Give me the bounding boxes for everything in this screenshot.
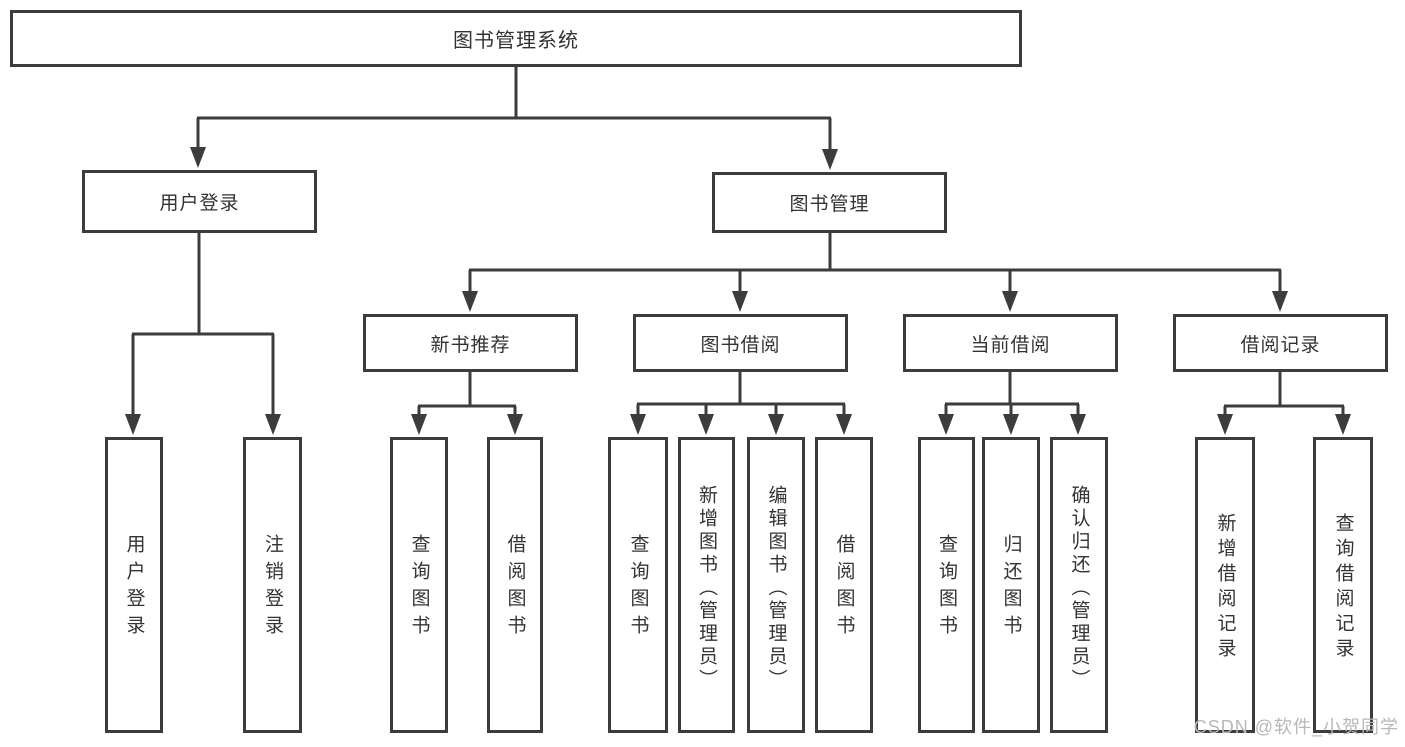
- leaf-record-query-borrow-record: 查询借阅记录: [1313, 437, 1373, 733]
- leaf-current-query-books: 查询图书: [918, 437, 975, 733]
- leaf-borrow-borrow-books: 借阅图书: [815, 437, 873, 733]
- node-borrow-record: 借阅记录: [1173, 314, 1388, 372]
- leaf-borrow-query-books: 查询图书: [608, 437, 668, 733]
- leaf-newbook-borrow-books: 借阅图书: [487, 437, 543, 733]
- node-new-book-recommend: 新书推荐: [363, 314, 578, 372]
- edge-borrowrecord-to-leaves: [1223, 372, 1345, 417]
- node-book-management: 图书管理: [712, 172, 947, 233]
- node-user-login: 用户登录: [82, 170, 317, 233]
- node-root-library-system: 图书管理系统: [10, 10, 1022, 67]
- csdn-watermark: CSDN @软件_小贺同学: [1193, 717, 1399, 737]
- node-book-borrow: 图书借阅: [633, 314, 848, 372]
- leaf-current-return-books: 归还图书: [982, 437, 1040, 733]
- leaf-borrow-add-books-admin: 新增图书（管理员）: [678, 437, 735, 733]
- leaf-record-add-borrow-record: 新增借阅记录: [1195, 437, 1255, 733]
- node-current-borrow: 当前借阅: [903, 314, 1118, 372]
- leaf-current-confirm-return-admin: 确认归还（管理员）: [1050, 437, 1108, 733]
- edge-userlogin-to-leaves: [131, 233, 275, 417]
- leaf-user-login: 用户登录: [105, 437, 163, 733]
- leaf-logout: 注销登录: [243, 437, 302, 733]
- edge-newbook-to-leaves: [417, 372, 517, 417]
- edge-root-to-level2: [196, 65, 832, 152]
- arrowheads: [125, 147, 1351, 435]
- leaf-newbook-query-books: 查询图书: [390, 437, 448, 733]
- leaf-borrow-edit-books-admin: 编辑图书（管理员）: [747, 437, 805, 733]
- edge-currentborrow-to-leaves: [944, 372, 1080, 417]
- edge-bookmgmt-to-level3: [468, 233, 1282, 294]
- edge-bookborrow-to-leaves: [636, 372, 846, 417]
